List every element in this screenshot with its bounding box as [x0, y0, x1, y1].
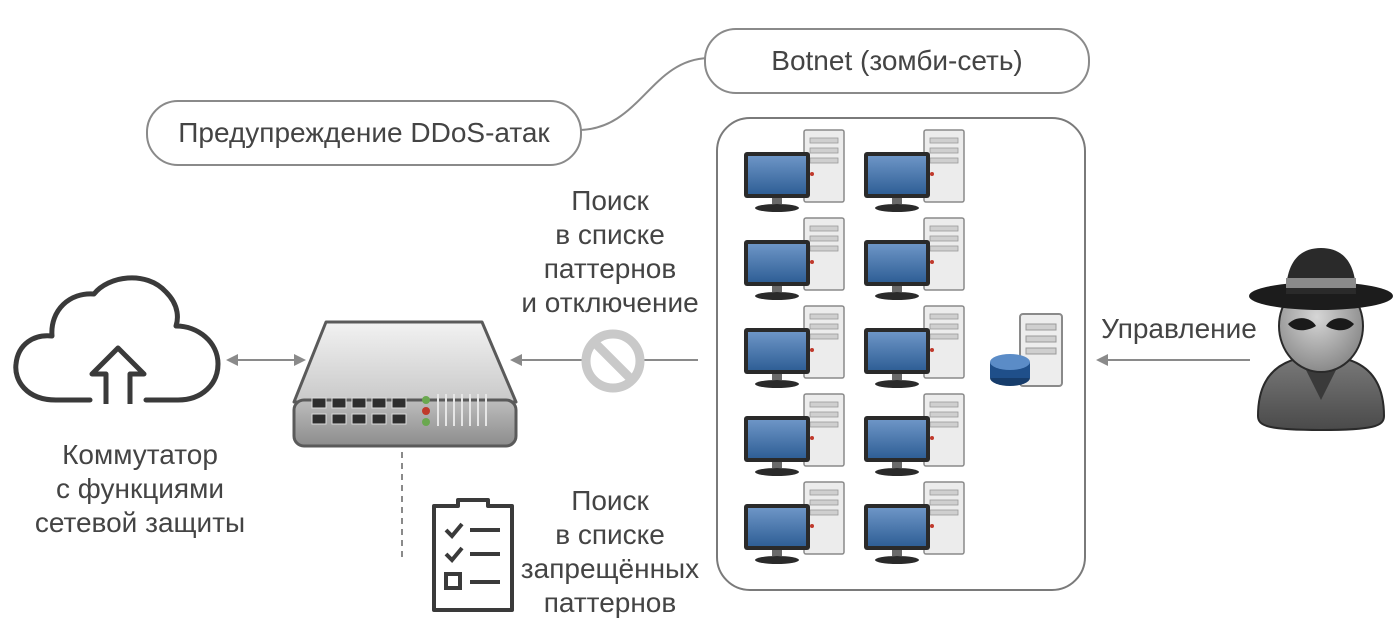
ddos-warning-text: Предупреждение DDoS-атак	[178, 117, 550, 148]
checklist-icon	[432, 498, 514, 612]
desktop-computer-icon	[862, 304, 966, 390]
switch-label: Коммутатор с функциями сетевой защиты	[34, 439, 246, 538]
search-patterns-label: Поиск в списке паттернов и отключение	[521, 185, 699, 318]
desktop-computer-icon	[862, 128, 966, 214]
desktop-computer-icon	[742, 392, 846, 478]
desktop-computer-icon	[862, 480, 966, 566]
database-server-icon	[990, 313, 1063, 387]
control-label: Управление	[1101, 313, 1257, 344]
desktop-computer-icon	[742, 480, 846, 566]
search-banned-label: Поиск в списке запрещённых паттернов	[520, 485, 700, 618]
network-switch-icon	[292, 320, 518, 448]
desktop-computer-icon	[862, 392, 966, 478]
hacker-spy-icon	[1249, 248, 1393, 432]
botnet-bubble-text: Botnet (зомби-сеть)	[771, 45, 1023, 76]
no-entry-icon	[581, 329, 645, 393]
desktop-computer-icon	[742, 128, 846, 214]
desktop-computer-icon	[742, 216, 846, 302]
cloud-upload-icon	[13, 275, 221, 404]
ddos-warning-bubble: Предупреждение DDoS-атак	[146, 100, 582, 166]
desktop-computer-icon	[742, 304, 846, 390]
botnet-bubble: Botnet (зомби-сеть)	[704, 28, 1090, 94]
bubble-connector-line	[577, 57, 709, 131]
desktop-computer-icon	[862, 216, 966, 302]
